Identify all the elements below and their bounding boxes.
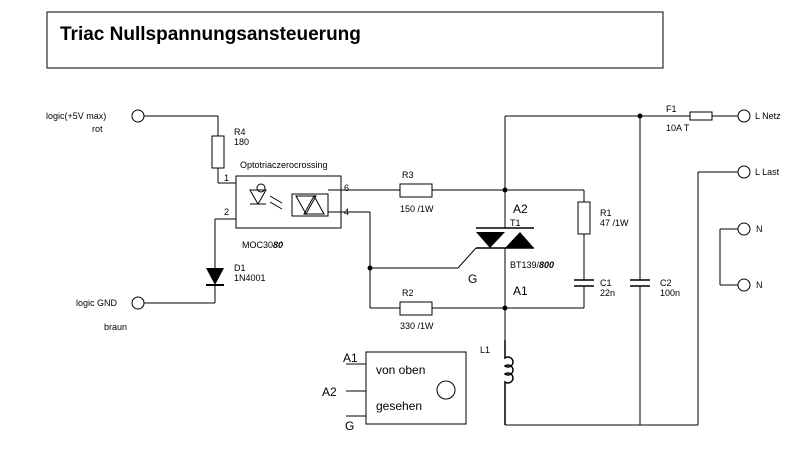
gate-network: R3 150 /1W R2 330 /1W (341, 170, 505, 331)
pin-2: 2 (224, 207, 229, 217)
d1-name: D1 (234, 263, 246, 273)
resistor-r1 (577, 201, 591, 235)
n2-terminal (737, 278, 751, 292)
c2-value: 100n (660, 288, 680, 298)
logic-gnd-label: logic GND (76, 298, 118, 308)
logic-gnd-terminal (131, 296, 145, 310)
snubber-network: R1 47 /1W C1 22n (505, 189, 629, 309)
pinout-line2: gesehen (376, 399, 422, 413)
inductor-l1 (503, 340, 514, 425)
pinout-a1-label: A1 (343, 351, 358, 365)
t1-name: T1 (510, 218, 521, 228)
triac-upper-icon (476, 232, 505, 248)
logic-gnd-color: braun (104, 322, 127, 332)
a1-label: A1 (513, 284, 528, 298)
f1-name: F1 (666, 104, 677, 114)
logic-plus-color: rot (92, 124, 103, 134)
pinout-a2-label: A2 (322, 385, 337, 399)
neutral-section: N N (719, 222, 763, 292)
triac-t1: A2 T1 G BT139/800 A1 (457, 116, 554, 340)
l1-name: L1 (480, 345, 490, 355)
r1-value: 47 /1W (600, 218, 629, 228)
n1-label: N (756, 224, 763, 234)
l-netz-label: L Netz (755, 111, 781, 121)
c1-name: C1 (600, 278, 612, 288)
logic-input-section: logic(+5V max) rot R4 180 logic GND brau… (46, 109, 266, 332)
pin-1: 1 (224, 173, 229, 183)
r3-value: 150 /1W (400, 204, 434, 214)
optocoupler-moc3080: Optotriaczerocrossing 1 2 6 4 MOC3080 (224, 160, 349, 250)
n1-terminal (737, 222, 751, 236)
logic-plus-terminal (131, 109, 145, 123)
optocoupler-triac-icon (295, 195, 317, 216)
triac-lower-icon (505, 232, 534, 248)
pinout-g-label: G (345, 419, 354, 433)
optocoupler-part: MOC3080 (242, 240, 283, 250)
fuse-f1 (689, 111, 713, 121)
load-section: L1 L Last (480, 165, 780, 426)
d1-value: 1N4001 (234, 273, 266, 283)
r2-name: R2 (402, 288, 414, 298)
l-last-terminal (737, 165, 751, 179)
resistor-r3 (399, 183, 433, 198)
pinout-line1: von oben (376, 363, 425, 377)
t1-part: BT139/800 (510, 260, 554, 270)
resistor-r4 (211, 135, 225, 169)
gate-label: G (468, 272, 477, 286)
r1-name: R1 (600, 208, 612, 218)
r4-value: 180 (234, 137, 249, 147)
a2-label: A2 (513, 202, 528, 216)
r2-value: 330 /1W (400, 321, 434, 331)
triac-pinout-box: A1 A2 G von oben gesehen (322, 351, 467, 433)
optocoupler-led-icon (249, 189, 267, 206)
c1-value: 22n (600, 288, 615, 298)
diode-d1 (206, 268, 224, 285)
title-box: Triac Nullspannungsansteuerung (46, 11, 664, 69)
mains-section: C2 100n F1 10A T L Netz (505, 104, 781, 425)
l-last-label: L Last (755, 167, 780, 177)
resistor-r2 (399, 301, 433, 316)
f1-value: 10A T (666, 123, 690, 133)
pin-6: 6 (344, 183, 349, 193)
mounting-hole-icon (436, 380, 456, 400)
optocoupler-desc: Optotriaczerocrossing (240, 160, 328, 170)
r4-name: R4 (234, 127, 246, 137)
r3-name: R3 (402, 170, 414, 180)
c2-name: C2 (660, 278, 672, 288)
diagram-title: Triac Nullspannungsansteuerung (60, 24, 361, 45)
logic-plus-label: logic(+5V max) (46, 111, 106, 121)
n2-label: N (756, 280, 763, 290)
l-netz-terminal (737, 109, 751, 123)
